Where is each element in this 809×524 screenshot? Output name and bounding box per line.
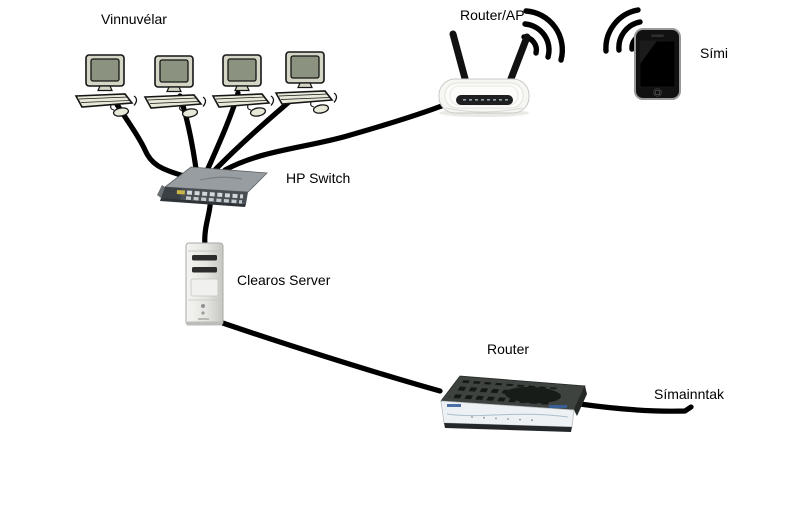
router-right-side [574, 386, 587, 416]
workstation-3 [212, 54, 275, 119]
label-switch: HP Switch [286, 170, 351, 186]
cable-router-phoneline [577, 401, 694, 414]
phone-screen-sheen [640, 41, 657, 64]
phone-device [634, 28, 681, 100]
server-logo [198, 318, 209, 320]
wifi-arc-2 [616, 19, 643, 53]
cable-server-router [211, 317, 443, 394]
router-ap-led-band [456, 95, 513, 105]
workstation-1 [75, 54, 138, 119]
label-workstations: Vinnuvélar [101, 11, 167, 27]
switch-top [163, 166, 268, 193]
switch-ports-row2 [185, 196, 243, 204]
antenna-right [505, 33, 531, 88]
router-ap-leds [463, 99, 508, 101]
switch-left-side [157, 185, 165, 198]
label-router: Router [487, 341, 530, 357]
switch-ports-row1 [186, 190, 244, 199]
wifi-arc-3 [523, 8, 566, 63]
wifi-arc-2 [522, 21, 552, 60]
wifi-arc-3 [603, 7, 641, 54]
server-drive-bay-2 [192, 267, 217, 273]
router-ap-device [438, 30, 531, 117]
label-router-ap: Router/AP [460, 7, 525, 23]
label-phone-line: Símainntak [654, 386, 725, 402]
cable-switch-routerap [222, 97, 460, 173]
router-model-mark [549, 405, 567, 408]
phone-speaker [651, 34, 664, 37]
hp-switch-device [157, 166, 268, 207]
switch-top-detail [199, 176, 243, 181]
router-ap-base-seam [445, 107, 523, 113]
router-front-curve [446, 413, 569, 418]
switch-base [160, 198, 246, 207]
clearos-server-device [185, 242, 224, 326]
router-base [444, 423, 572, 432]
router-brand-mark [447, 404, 461, 407]
server-drive-bay-1 [192, 255, 217, 261]
antenna-left [449, 30, 471, 90]
server-door [190, 278, 219, 297]
phone-home-button [653, 88, 662, 97]
switch-front-left [161, 187, 182, 200]
switch-label-strip [176, 190, 185, 195]
router-led-dots [471, 416, 533, 422]
router-device [440, 375, 587, 432]
server-base [187, 321, 222, 326]
label-phone: Sími [700, 45, 728, 61]
router-vent-patch [505, 386, 561, 404]
label-server: Clearos Server [237, 272, 331, 288]
server-reset-button [201, 311, 205, 315]
phone-home-square [655, 90, 660, 95]
server-power-button [201, 304, 205, 308]
workstation-2 [144, 55, 207, 120]
cable-workstation2-switch [177, 93, 200, 179]
